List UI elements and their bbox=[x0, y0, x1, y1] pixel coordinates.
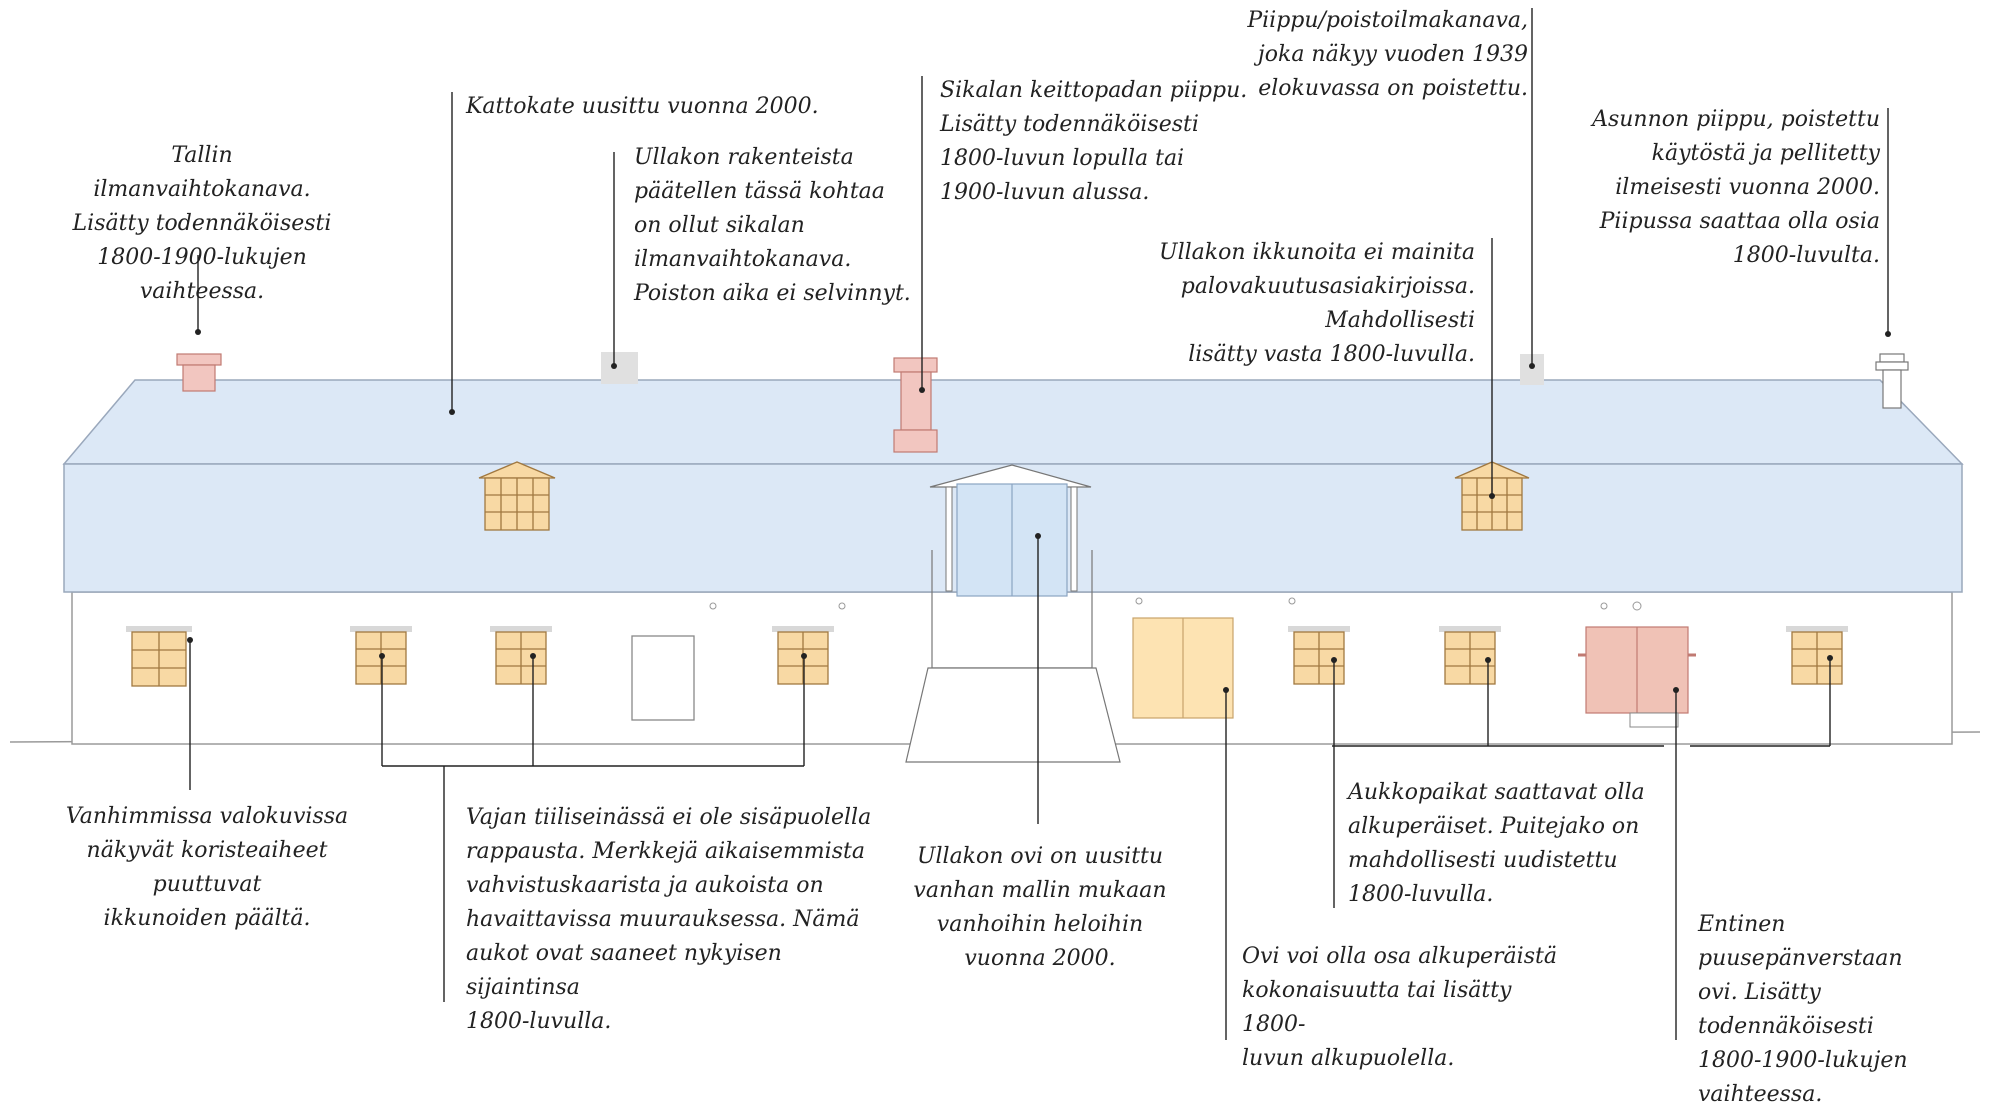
yellow-door bbox=[1132, 617, 1234, 719]
window-7 bbox=[1786, 626, 1848, 685]
workshop-door bbox=[1578, 626, 1696, 728]
leader-lines bbox=[187, 8, 1891, 1040]
annotation-workshop-door: Entinen puusepänverstaan ovi. Lisätty to… bbox=[1698, 912, 1908, 1107]
annotation-openings: Aukkopaikat saattavat olla alkuperäiset.… bbox=[1348, 780, 1645, 907]
cauldron-chimney bbox=[893, 357, 938, 453]
annotation-attic-door: Ullakon ovi on uusittu vanhan mallin muk… bbox=[913, 844, 1167, 971]
annotation-exhaust-pipe: Piippu/poistoilmakanava, joka näkyy vuod… bbox=[1247, 8, 1528, 101]
annotation-window-ornaments: Vanhimmissa valokuvissa näkyvät koristea… bbox=[65, 804, 349, 931]
building-elevation-drawing bbox=[9, 8, 1981, 1040]
annotation-stable-vent: Tallin ilmanvaihtokanava. Lisätty todenn… bbox=[72, 143, 332, 304]
wall-ornaments bbox=[709, 597, 1642, 611]
window-1 bbox=[126, 626, 192, 687]
annotation-attic-vent: Ullakon rakenteista päätellen tässä koht… bbox=[634, 145, 911, 306]
annotation-yellow-door: Ovi voi olla osa alkuperäistä kokonaisuu… bbox=[1242, 944, 1557, 1071]
annotation-roof: Kattokate uusittu vuonna 2000. bbox=[466, 94, 819, 119]
attic-vent-box bbox=[601, 352, 638, 384]
attic-door-structure bbox=[905, 464, 1121, 763]
annotation-dwelling-chimney: Asunnon piippu, poistettu käytöstä ja pe… bbox=[1592, 107, 1880, 268]
stable-vent-chimney bbox=[176, 353, 222, 392]
dwelling-chimney bbox=[1875, 353, 1909, 409]
window-3 bbox=[490, 626, 552, 685]
annotation-shed-wall: Vajan tiiliseinässä ei ole sisäpuolella … bbox=[466, 805, 872, 1034]
annotation-cauldron-chimney: Sikalan keittopadan piippu. Lisätty tode… bbox=[940, 78, 1248, 205]
annotation-attic-windows: Ullakon ikkunoita ei mainita palovakuutu… bbox=[1159, 240, 1475, 367]
white-door bbox=[631, 635, 695, 721]
ground-windows bbox=[126, 626, 1848, 687]
attic-window-left bbox=[478, 461, 556, 531]
window-5 bbox=[1288, 626, 1350, 685]
window-2 bbox=[350, 626, 412, 685]
window-6 bbox=[1439, 626, 1501, 685]
